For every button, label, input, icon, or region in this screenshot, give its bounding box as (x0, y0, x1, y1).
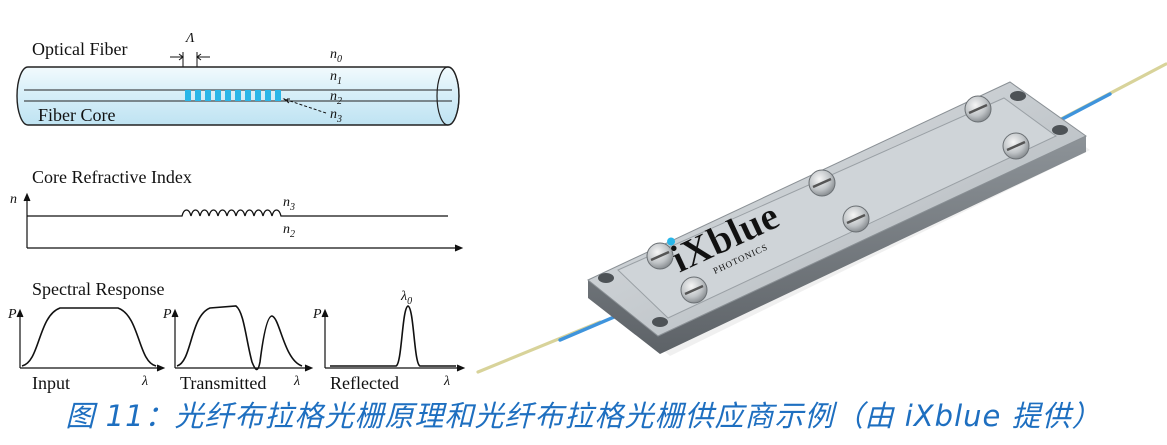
spectral-title: Spectral Response (32, 279, 164, 299)
reflected-lambda-symbol: λ (443, 374, 450, 389)
reflected-p-symbol: P (312, 307, 322, 322)
screw-5 (964, 95, 992, 123)
input-p-symbol: P (7, 307, 17, 322)
input-lambda-symbol: λ (141, 374, 148, 389)
screw-4 (842, 205, 870, 233)
reflected-peak-label: λ0 (400, 289, 412, 307)
screw-2 (680, 276, 708, 304)
transmitted-lambda-symbol: λ (293, 374, 300, 389)
index-y-symbol: n (10, 192, 17, 207)
transmitted-x-arrow (304, 364, 314, 372)
mount-hole-rear-left (652, 317, 668, 327)
input-y-arrow (16, 308, 24, 318)
mount-hole-front-left (598, 273, 614, 283)
reflected-y-arrow (321, 308, 329, 318)
screw-3 (808, 169, 836, 197)
index-y-arrow (23, 192, 31, 202)
index-n2-label: n2 (283, 222, 295, 240)
transmitted-y-arrow (171, 308, 179, 318)
index-plot: Core Refractive Index n n3 n2 (10, 167, 464, 252)
n2-label: n2 (330, 89, 342, 107)
n1-label: n1 (330, 69, 342, 87)
reflected-spectrum-plot: P λ0 Reflected λ (312, 289, 466, 393)
transmitted-spectrum-curve (176, 305, 303, 371)
period-arrow-left (170, 53, 184, 61)
mount-hole-rear-right (1052, 125, 1068, 135)
n3-pointer-arrow (282, 98, 327, 114)
input-spectrum-curve (21, 307, 157, 367)
mount-hole-front-right (1010, 91, 1026, 101)
n3-label: n3 (330, 107, 342, 125)
ixblue-fbg-product-photo: iXblue PHOTONICS (476, 62, 1167, 374)
transmitted-spectrum-plot: P Transmitted λ (162, 305, 314, 393)
fiber-core-label: Fiber Core (38, 105, 115, 125)
index-plot-title: Core Refractive Index (32, 167, 192, 187)
n0-label: n0 (330, 47, 342, 65)
reflected-spectrum-curve (330, 305, 456, 367)
input-x-arrow (156, 364, 166, 372)
screw-1 (646, 242, 674, 270)
fiber-diagram: Optical Fiber Λ Fiber Core n0 n1 n2 n3 (16, 31, 460, 126)
reflected-x-arrow (456, 364, 466, 372)
package-center-body (617, 97, 1057, 319)
index-n3-label: n3 (283, 195, 295, 213)
reflected-label: Reflected (330, 373, 399, 393)
transmitted-label: Transmitted (180, 373, 266, 393)
package-side-face (588, 136, 1086, 354)
grating-period-symbol: Λ (184, 31, 195, 46)
period-arrow-right (196, 53, 210, 61)
figure-caption: 图 11：光纤布拉格光栅原理和光纤布拉格光栅供应商示例（由 iXblue 提供） (65, 399, 1102, 433)
transmitted-p-symbol: P (162, 307, 172, 322)
fiber-end-face (436, 66, 460, 126)
logo-dot (667, 237, 676, 246)
index-x-arrow (454, 244, 464, 252)
screw-6 (1002, 132, 1030, 160)
bragg-grating (185, 90, 281, 101)
input-spectrum-plot: P Input λ (7, 307, 166, 393)
optical-fiber-label: Optical Fiber (32, 39, 127, 59)
input-label: Input (32, 373, 70, 393)
spectral-response: Spectral Response P Input λ P Transmitte… (7, 279, 466, 393)
index-profile-line (27, 209, 448, 217)
